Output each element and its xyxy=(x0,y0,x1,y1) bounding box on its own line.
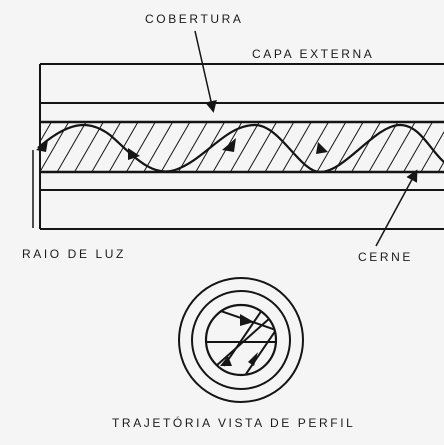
ray-path-4 xyxy=(215,317,271,367)
cross-arrow-1 xyxy=(240,314,254,326)
cerne-leader xyxy=(375,169,418,247)
fiber-longitudinal-view xyxy=(32,30,444,247)
ray-arrow-2 xyxy=(128,148,140,160)
fiber-cross-section xyxy=(178,277,304,403)
ray-arrow-3 xyxy=(222,138,236,152)
label-capa-externa: CAPA EXTERNA xyxy=(252,47,374,61)
ray-arrow-1 xyxy=(36,140,48,152)
cross-arrow-3 xyxy=(220,356,232,366)
cobertura-leader xyxy=(194,30,217,113)
inner-core-circle xyxy=(204,303,278,377)
middle-ring xyxy=(191,290,291,390)
label-cerne: CERNE xyxy=(358,250,413,264)
label-trajetoria: TRAJETÓRIA VISTA DE PERFIL xyxy=(112,415,355,430)
outer-ring xyxy=(178,277,304,403)
label-cobertura: COBERTURA xyxy=(145,12,244,26)
cross-arrow-2 xyxy=(248,352,258,366)
ray-path-5 xyxy=(223,309,263,367)
ray-arrow-4 xyxy=(316,142,328,154)
light-ray-wave xyxy=(37,123,444,174)
label-raio-de-luz: RAIO DE LUZ xyxy=(22,247,126,261)
core-hatched-band xyxy=(40,122,444,172)
ray-path-2 xyxy=(245,329,276,375)
